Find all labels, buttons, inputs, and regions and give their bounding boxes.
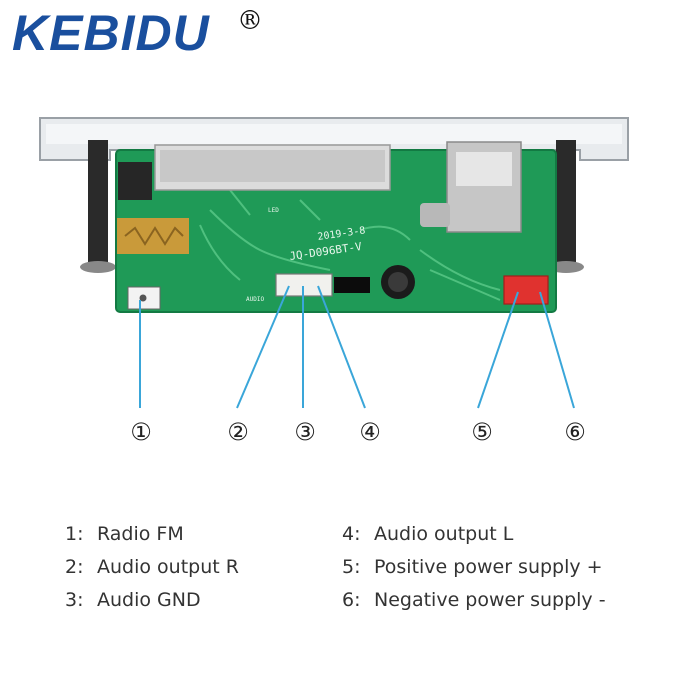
callout-6: ⑥ [564, 418, 586, 446]
callout-5: ⑤ [471, 418, 493, 446]
legend-item: 2: Audio output R [65, 551, 239, 584]
legend-text: Audio output L [374, 523, 514, 545]
legend-text: Audio GND [97, 589, 201, 611]
audio-connector-header [334, 277, 370, 293]
power-connector [503, 275, 549, 305]
callout-line-2 [236, 285, 290, 409]
usb-port-opening [456, 152, 512, 186]
legend-num: 5: [342, 556, 361, 578]
callout-line-5 [477, 291, 519, 409]
callout-4: ④ [359, 418, 381, 446]
pcb-traces [199, 189, 501, 301]
legend-item: 4: Audio output L [342, 518, 606, 551]
callout-2: ② [227, 418, 249, 446]
legend-num: 6: [342, 589, 361, 611]
usb-tab [420, 203, 450, 227]
callout-line-6 [539, 291, 575, 409]
board-led-label: LED [268, 207, 279, 214]
antenna-trace [124, 226, 184, 246]
mounting-screw-left [80, 261, 116, 273]
legend-num: 3: [65, 589, 84, 611]
legend-text: Negative power supply - [374, 589, 606, 611]
fm-antenna-pad [117, 218, 189, 254]
fm-connector-pin [139, 294, 147, 302]
board-audio-label: AUDIO [246, 296, 264, 303]
mounting-post-left [88, 140, 108, 265]
callout-3: ③ [294, 418, 316, 446]
legend-text: Positive power supply + [374, 556, 603, 578]
legend-item: 1: Radio FM [65, 518, 239, 551]
legend-text: Radio FM [97, 523, 184, 545]
legend-item: 5: Positive power supply + [342, 551, 606, 584]
legend-num: 2: [65, 556, 84, 578]
legend-num: 4: [342, 523, 361, 545]
capacitor-top [388, 272, 408, 292]
legend-text: Audio output R [97, 556, 239, 578]
legend-item: 3: Audio GND [65, 584, 239, 617]
legend-num: 1: [65, 523, 84, 545]
sd-card-slot-inner [160, 150, 385, 182]
registered-mark: ® [237, 6, 263, 36]
ic-chip [118, 162, 152, 200]
mounting-post-right [556, 140, 576, 265]
brand-logo: KEBIDU [12, 5, 210, 61]
legend-right: 4: Audio output L 5: Positive power supply… [342, 518, 606, 617]
callout-line-4 [317, 285, 366, 409]
legend-item: 6: Negative power supply - [342, 584, 606, 617]
front-panel-highlight [46, 124, 622, 144]
legend-left: 1: Radio FM 2: Audio output R 3: Audio GND [65, 518, 239, 617]
callout-lines [139, 285, 575, 409]
callout-1: ① [130, 418, 152, 446]
